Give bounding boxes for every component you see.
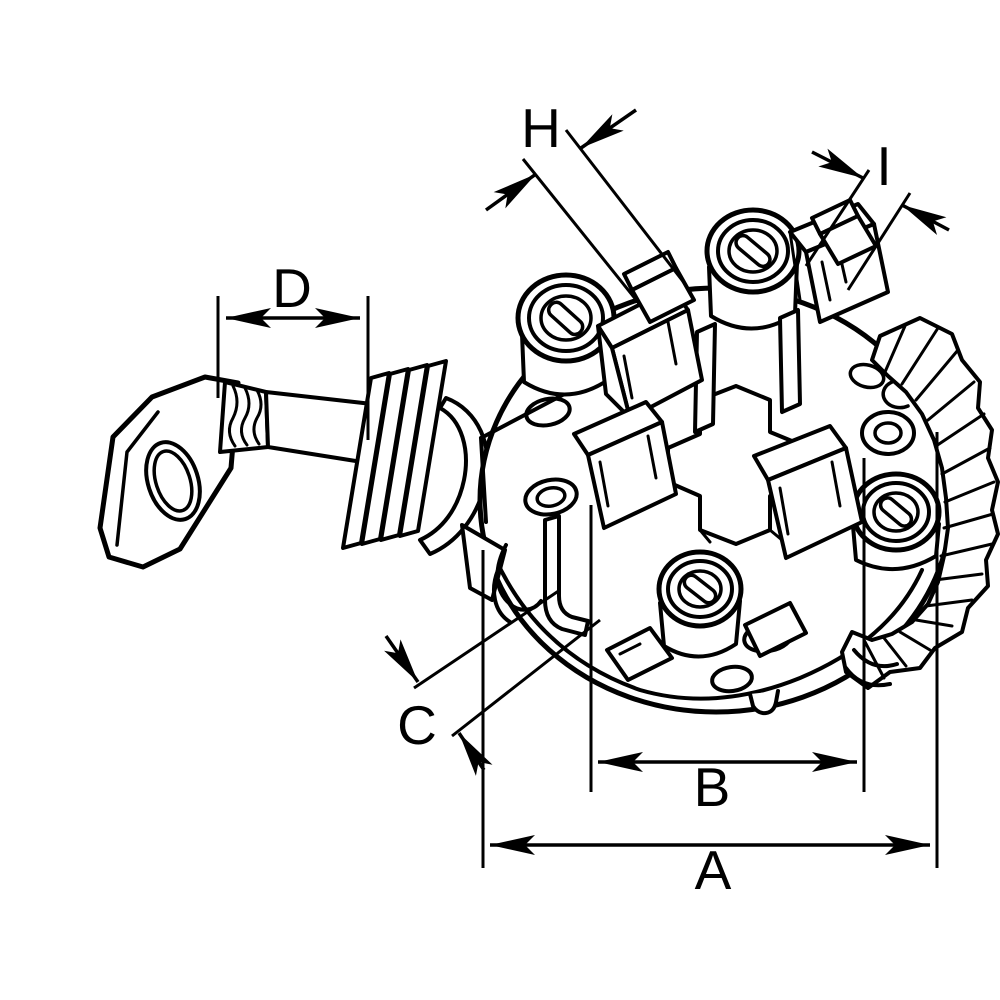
holder-post <box>693 322 717 434</box>
brush-holder-part <box>97 198 1000 716</box>
braided-wire-lower-strand <box>852 648 899 669</box>
plate-holes <box>523 362 916 694</box>
dimension-H-arrow-1 <box>580 108 637 150</box>
holder-post <box>778 308 802 414</box>
dimension-I-label: I <box>876 135 891 197</box>
rim-notch <box>748 689 780 716</box>
dimension-C-leader-1 <box>413 588 561 690</box>
dimension-I: I <box>804 135 950 291</box>
brush-box-top-left <box>596 250 704 420</box>
spring-right <box>850 471 942 571</box>
dimension-D-label: D <box>272 257 312 319</box>
dimension-B: B <box>589 458 866 818</box>
dimension-I-arrow-1 <box>811 148 864 180</box>
dimension-C-label: C <box>397 694 437 756</box>
lower-left-brush <box>605 626 674 682</box>
dimension-H-label: H <box>521 97 561 159</box>
terminal-eyelet-hole-inner <box>152 449 194 513</box>
dimension-H-arrow-2 <box>484 172 538 212</box>
dimension-H-leader-1 <box>564 129 687 285</box>
dimension-C: C <box>384 588 601 776</box>
dimension-C-arrow-1 <box>384 635 420 683</box>
spring-bottom-center <box>656 549 744 659</box>
dimension-I-leader-2 <box>846 192 912 291</box>
terminal-bracket <box>97 374 241 570</box>
brush-top-left-front <box>630 266 696 324</box>
dimension-H: H <box>484 97 687 307</box>
brush-box-center-right <box>752 424 864 560</box>
dimension-I-arrow-2 <box>901 203 950 235</box>
dimension-A: A <box>481 432 939 901</box>
braid-hatching <box>862 324 996 680</box>
insulator-stack <box>341 359 448 550</box>
spring-top-left <box>515 272 617 397</box>
dimension-B-label: B <box>694 756 731 818</box>
retaining-tab <box>543 514 590 637</box>
brush-box-center-left <box>572 400 678 530</box>
dimension-A-label: A <box>695 839 732 901</box>
crimp-mark <box>252 388 263 446</box>
terminal-bracket-fold-line <box>115 410 160 547</box>
dimension-C-leader-2 <box>451 618 601 738</box>
dimension-C-arrow-2 <box>457 732 493 776</box>
crimp-mark <box>228 384 239 448</box>
terminal-stud <box>264 390 374 464</box>
crimp-mark <box>240 386 251 447</box>
terminal-assembly <box>97 359 490 570</box>
dimension-I-leader-1 <box>804 169 871 267</box>
lower-right-wedge <box>743 601 808 658</box>
brush-box-top-right <box>788 198 890 324</box>
terminal-eyelet-hole <box>144 440 202 522</box>
braided-wire-band <box>840 316 1000 690</box>
braided-wire <box>840 316 1000 690</box>
spring-top-center <box>704 207 802 331</box>
base-plate-inner-rim <box>493 556 924 701</box>
lower-left-brush-accent <box>618 642 642 656</box>
dimension-H-leader-2 <box>521 158 643 307</box>
deck-edge-side <box>479 436 488 524</box>
dimension-D: D <box>216 257 370 440</box>
